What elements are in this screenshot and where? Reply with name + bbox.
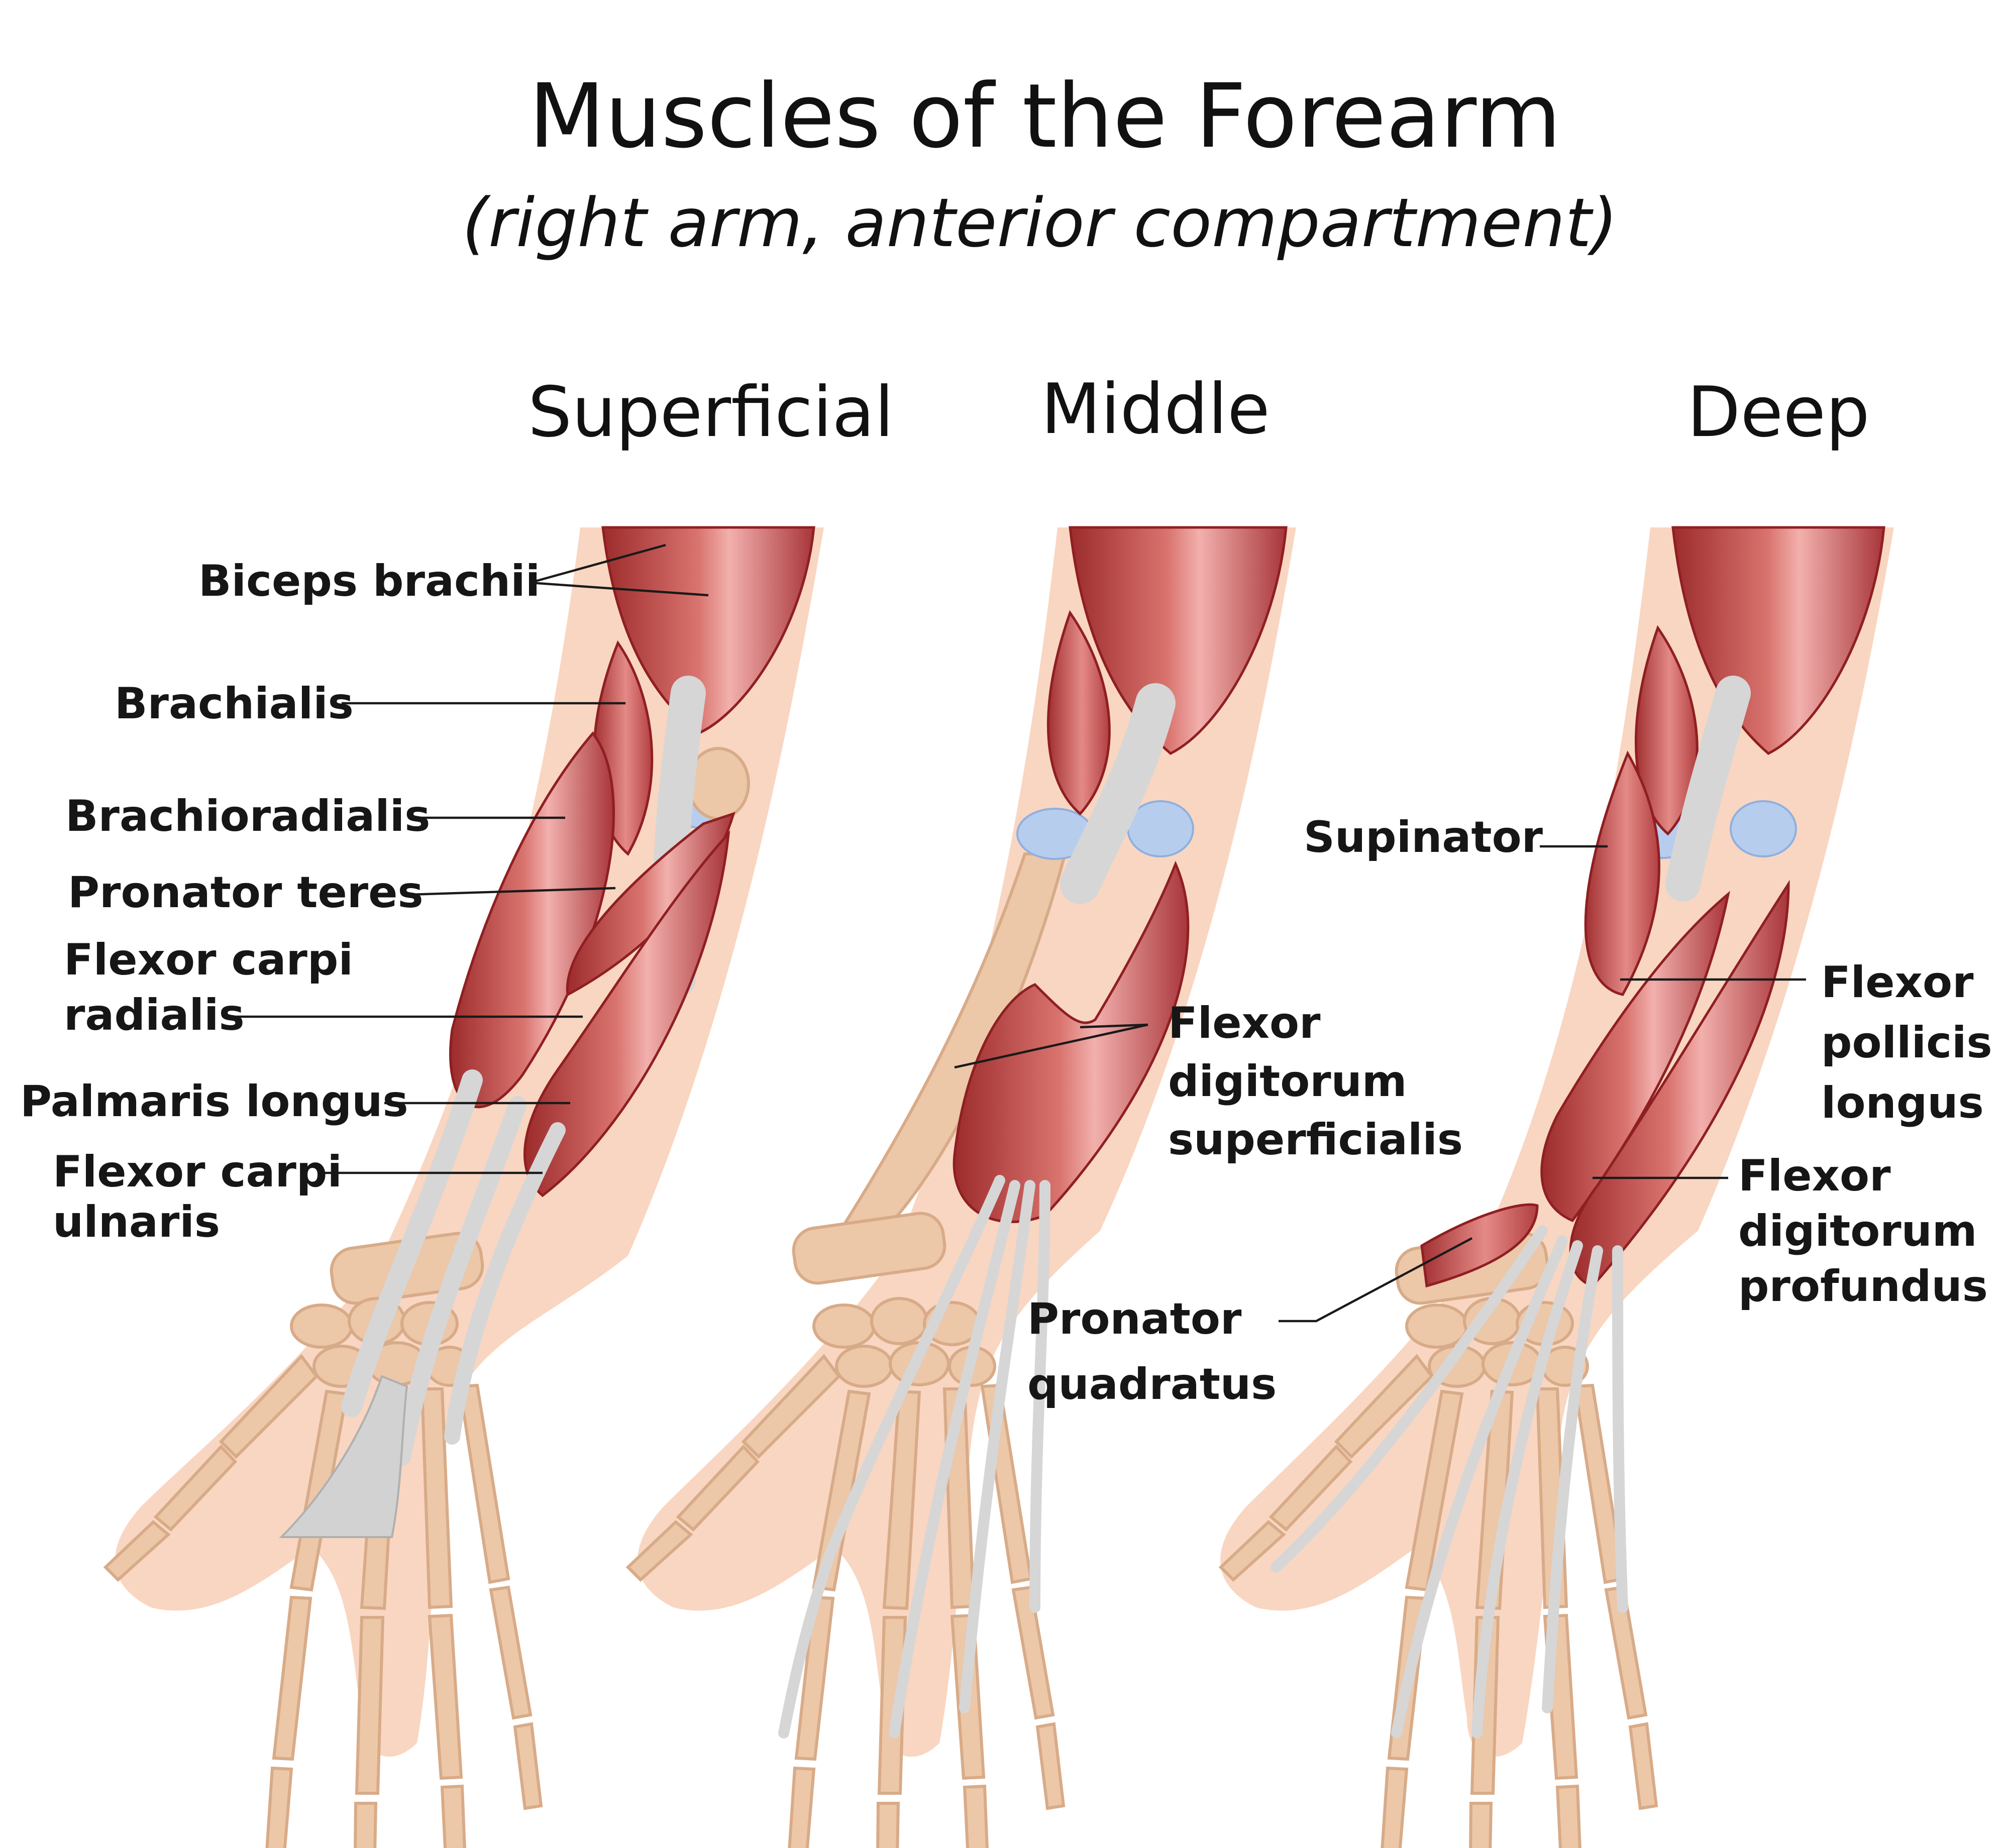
arm-superficial-flexor-group	[523, 830, 730, 1198]
arm-deep-tendon-3	[1542, 1245, 1603, 1713]
arm-superficial	[105, 526, 824, 1848]
label-flexor-pollicis-longus-line-3: longus	[1821, 1078, 1984, 1128]
label-flexor-carpi-ulnaris-line-1: Flexor carpi	[53, 1147, 342, 1197]
arm-deep-biceps-tendon	[1665, 676, 1751, 902]
arm-deep-tendon-2	[1471, 1240, 1583, 1738]
label-flexor-digitorum-superficialis-line-1: Flexor	[1168, 998, 1321, 1048]
arm-deep-tendon-1	[1391, 1235, 1568, 1738]
column-heading-deep: Deep	[1687, 372, 1870, 453]
arm-middle	[628, 526, 1296, 1848]
arm-superficial-skin	[115, 527, 824, 1757]
label-flexor-digitorum-superficialis-line-2: digitorum	[1168, 1056, 1407, 1107]
label-flexor-pollicis-longus-line-1: Flexor	[1821, 957, 1974, 1008]
label-flexor-carpi-radialis-line-2: radialis	[64, 990, 245, 1040]
label-flexor-carpi-ulnaris-line-2: ulnaris	[53, 1197, 220, 1247]
label-flexor-digitorum-profundus-line-3: profundus	[1738, 1261, 1988, 1312]
arm-middle-tendon-3	[959, 1180, 1035, 1713]
leader-flexor-digitorum-superficialis	[954, 1023, 1148, 1069]
arm-middle-biceps-tendon	[1060, 683, 1176, 904]
label-biceps-brachii: Biceps brachii	[198, 556, 540, 606]
label-flexor-digitorum-profundus-line-2: digitorum	[1738, 1206, 1977, 1256]
arm-superficial-tendon-1	[341, 1069, 483, 1417]
arm-middle-tendon-4	[1029, 1180, 1050, 1613]
arm-middle-biceps-brachii	[1069, 526, 1288, 755]
leader-pronator-teres	[409, 887, 616, 896]
arm-deep-pronator-quadratus	[1420, 1203, 1539, 1288]
arm-deep-tendon-4	[1612, 1245, 1628, 1613]
label-brachioradialis: Brachioradialis	[65, 791, 430, 841]
label-pronator-teres: Pronator teres	[68, 867, 424, 918]
column-heading-middle: Middle	[1041, 369, 1270, 450]
diagram-title: Muscles of the Forearm	[528, 65, 1561, 168]
arm-deep-brachialis	[1635, 625, 1699, 836]
arm-deep-tendon-thumb	[1271, 1225, 1548, 1573]
arm-deep	[1220, 526, 1894, 1848]
label-palmaris-longus: Palmaris longus	[20, 1076, 408, 1127]
label-flexor-digitorum-profundus-line-1: Flexor	[1738, 1151, 1891, 1201]
arm-middle-radius-end	[792, 1212, 946, 1285]
muscle-labels: Biceps brachii Brachialis Brachioradiali…	[20, 556, 1992, 1409]
label-flexor-carpi-radialis-line-1: Flexor carpi	[64, 935, 353, 985]
arm-superficial-palmar-aponeurosis	[279, 1375, 408, 1538]
label-brachialis: Brachialis	[115, 679, 354, 729]
label-pronator-quadratus-line-2: quadratus	[1027, 1359, 1277, 1409]
column-heading-superficial: Superficial	[528, 372, 894, 453]
arm-deep-flexor-pollicis-longus	[1540, 891, 1730, 1223]
leader-biceps-brachii	[530, 543, 709, 597]
label-flexor-digitorum-superficialis-line-3: superficialis	[1168, 1115, 1463, 1165]
leader-pronator-quadratus	[1279, 1237, 1473, 1323]
arm-middle-tendon-2	[889, 1180, 1020, 1738]
arm-deep-elbow-cartilage-right	[1730, 800, 1797, 857]
arm-middle-brachialis	[1047, 610, 1111, 816]
arm-middle-tendon-1	[778, 1175, 1005, 1738]
arm-middle-flexor-digitorum-superficialis	[953, 860, 1190, 1224]
arm-deep-supinator	[1584, 750, 1660, 996]
diagram-subtitle: (right arm, anterior compartment)	[462, 184, 1618, 262]
leader-lines	[236, 543, 1806, 1323]
label-supinator: Supinator	[1304, 812, 1543, 862]
label-flexor-pollicis-longus-line-2: pollicis	[1821, 1018, 1992, 1068]
label-pronator-quadratus-line-1: Pronator	[1027, 1294, 1242, 1344]
arm-superficial-tendon-2	[393, 1096, 526, 1466]
